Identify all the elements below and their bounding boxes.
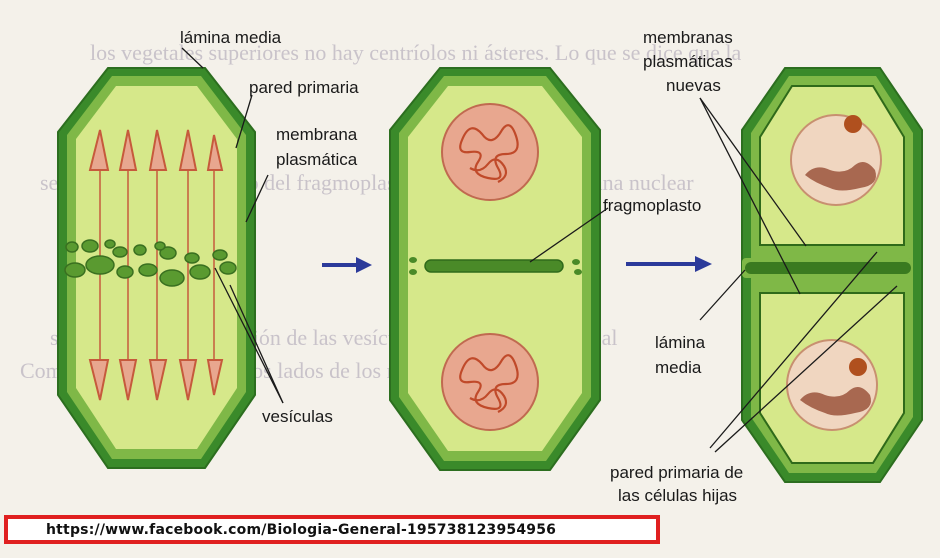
vesicle: [574, 269, 582, 275]
label-celulas-hijas: las células hijas: [618, 486, 737, 505]
nucleus-bottom: [441, 333, 539, 431]
label-plasmatica: plasmática: [276, 150, 358, 169]
label-media: media: [655, 358, 702, 377]
source-link-text[interactable]: https://www.facebook.com/Biologia-Genera…: [46, 522, 557, 538]
leader-lines: [181, 47, 898, 453]
label-fragmoplasto: fragmoplasto: [603, 196, 701, 215]
vesicles: [64, 239, 237, 287]
background-text-line: los vegetales superiores no hay centríol…: [90, 40, 741, 65]
label-membrana: membrana: [276, 125, 358, 144]
vesicle: [572, 259, 580, 265]
daughter-nucleus-top: [790, 114, 882, 206]
chromatin-top: [805, 161, 876, 191]
label-vesiculas: vesículas: [262, 407, 333, 426]
chromatin-bottom: [800, 386, 871, 416]
cell-1-anaphase: [57, 67, 256, 469]
spindle-fibers-bottom: [88, 359, 224, 401]
daughter-nucleus-bottom: [786, 339, 878, 431]
label-lamina: lámina: [655, 333, 706, 352]
label-lamina-media: lámina media: [180, 28, 282, 47]
label-membranas: membranas: [643, 28, 733, 47]
spindle-lines: [99, 170, 215, 360]
arrow-1-icon: [322, 257, 372, 273]
nucleolus-bottom: [849, 358, 867, 376]
label-pared-primaria: pared primaria: [249, 78, 359, 97]
nucleus-top: [441, 103, 539, 201]
arrow-2-icon: [626, 256, 712, 272]
label-plasmaticas: plasmáticas: [643, 52, 733, 71]
labels: lámina media pared primaria membrana pla…: [180, 28, 743, 505]
nucleolus-top: [844, 115, 862, 133]
cell-2-telophase: [389, 67, 601, 471]
cell-3-daughters: [741, 67, 923, 483]
label-nuevas: nuevas: [666, 76, 721, 95]
source-link-box[interactable]: https://www.facebook.com/Biologia-Genera…: [4, 515, 660, 544]
phragmoplast: [424, 259, 564, 273]
label-pared-primaria-de: pared primaria de: [610, 463, 743, 482]
vesicle: [409, 269, 417, 275]
middle-lamella-core: [745, 262, 911, 274]
chromatin: [459, 124, 519, 413]
vesicle: [409, 257, 417, 263]
